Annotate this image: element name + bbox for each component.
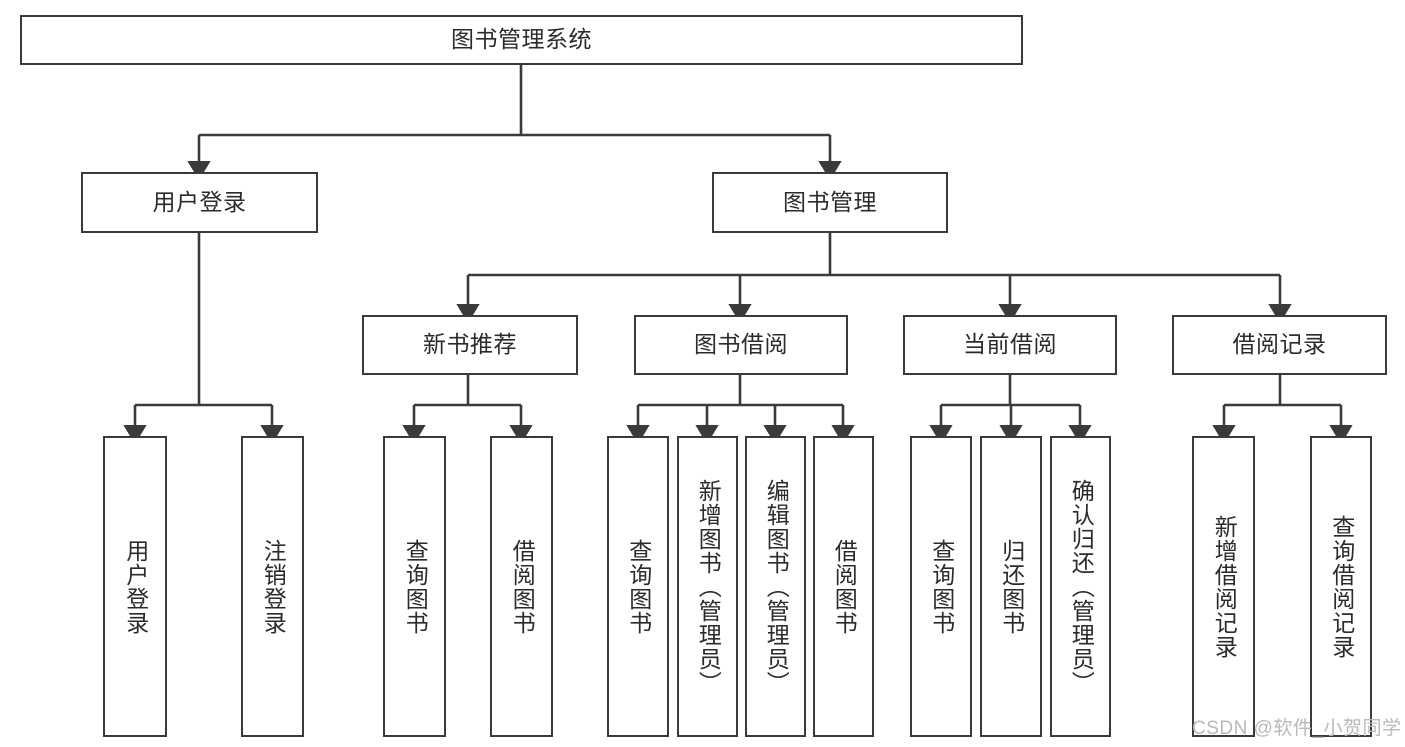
csdn-watermark: CSDN @软件_小贺同学 bbox=[1192, 718, 1402, 739]
node-book-borrow[interactable]: 图书借阅 bbox=[634, 315, 848, 375]
leaf-logout-login[interactable]: 注销登录 bbox=[241, 436, 304, 737]
node-user-login[interactable]: 用户登录 bbox=[81, 172, 318, 233]
leaf-record-add-borrow-record[interactable]: 新增借阅记录 bbox=[1192, 436, 1255, 737]
node-current-borrow[interactable]: 当前借阅 bbox=[903, 315, 1117, 375]
leaf-current-return-book[interactable]: 归还图书 bbox=[980, 436, 1042, 737]
leaf-record-query-borrow-record[interactable]: 查询借阅记录 bbox=[1310, 436, 1372, 737]
leaf-current-query-book[interactable]: 查询图书 bbox=[910, 436, 972, 737]
leaf-borrow-add-book-admin[interactable]: 新增图书（管理员） bbox=[677, 436, 738, 737]
node-borrow-record[interactable]: 借阅记录 bbox=[1172, 315, 1387, 375]
leaf-recommend-borrow-book[interactable]: 借阅图书 bbox=[490, 436, 553, 737]
leaf-user-login[interactable]: 用户登录 bbox=[103, 436, 167, 737]
node-root-system[interactable]: 图书管理系统 bbox=[20, 15, 1023, 65]
leaf-borrow-borrow-book[interactable]: 借阅图书 bbox=[813, 436, 874, 737]
node-book-management[interactable]: 图书管理 bbox=[712, 172, 948, 233]
node-new-book-recommend[interactable]: 新书推荐 bbox=[362, 315, 578, 375]
leaf-borrow-query-book[interactable]: 查询图书 bbox=[607, 436, 669, 737]
leaf-recommend-query-book[interactable]: 查询图书 bbox=[383, 436, 446, 737]
leaf-borrow-edit-book-admin[interactable]: 编辑图书（管理员） bbox=[745, 436, 806, 737]
leaf-current-confirm-return-admin[interactable]: 确认归还（管理员） bbox=[1050, 436, 1111, 737]
